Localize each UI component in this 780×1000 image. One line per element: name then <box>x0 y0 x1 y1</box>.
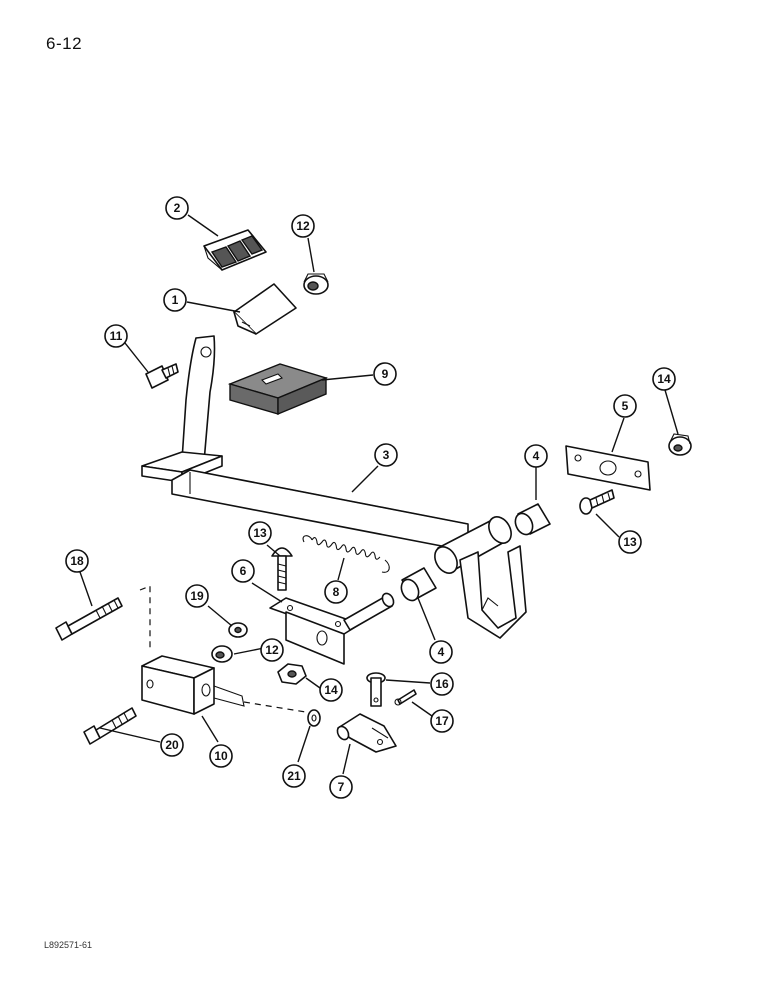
callout-5: 5 <box>613 394 637 418</box>
svg-text:9: 9 <box>382 367 389 381</box>
svg-text:13: 13 <box>623 535 637 549</box>
svg-text:10: 10 <box>214 749 228 763</box>
svg-text:3: 3 <box>383 448 390 462</box>
screw-part-right <box>579 489 615 515</box>
callout-11: 11 <box>104 324 128 348</box>
svg-text:21: 21 <box>287 769 301 783</box>
carriage-bolt-part <box>271 547 293 591</box>
bolt-part-11 <box>145 363 179 389</box>
pedal-shaft-part <box>141 335 527 639</box>
callout-17: 17 <box>430 709 454 733</box>
callout-8: 8 <box>324 580 348 604</box>
callout-19: 19 <box>185 584 209 608</box>
nut-part-19 <box>228 622 248 638</box>
nut-part-14-lower <box>277 663 307 685</box>
page-number: 6-12 <box>46 34 83 53</box>
svg-text:8: 8 <box>333 585 340 599</box>
svg-text:14: 14 <box>657 372 671 386</box>
callout-12-lower: 12 <box>260 638 284 662</box>
svg-text:2: 2 <box>174 201 181 215</box>
pedal-bracket-part <box>233 283 297 335</box>
svg-text:18: 18 <box>70 554 84 568</box>
callout-6: 6 <box>231 559 255 583</box>
svg-text:17: 17 <box>435 714 449 728</box>
leader-lines <box>79 214 679 775</box>
callout-1: 1 <box>163 288 187 312</box>
nut-part-upper <box>303 273 329 295</box>
bushing-part-upper <box>514 503 551 536</box>
callout-10: 10 <box>209 744 233 768</box>
callout-20: 20 <box>160 733 184 757</box>
callout-13-right: 13 <box>618 530 642 554</box>
callout-18: 18 <box>65 549 89 573</box>
callout-3: 3 <box>374 443 398 467</box>
mounting-block-part <box>139 585 319 715</box>
callout-4-upper: 4 <box>524 444 548 468</box>
callout-16: 16 <box>430 672 454 696</box>
svg-text:11: 11 <box>110 329 123 343</box>
svg-text:14: 14 <box>324 683 338 697</box>
svg-text:5: 5 <box>622 399 629 413</box>
figure-reference-code: L892571-61 <box>44 940 93 950</box>
svg-text:20: 20 <box>165 738 179 752</box>
callout-14-upper: 14 <box>652 367 676 391</box>
svg-text:16: 16 <box>435 677 449 691</box>
pedal-pad-part <box>203 229 267 271</box>
long-bolt-part <box>55 597 123 641</box>
callout-12-upper: 12 <box>291 214 315 238</box>
svg-text:4: 4 <box>533 449 540 463</box>
mounting-plate-part <box>565 445 651 491</box>
svg-text:19: 19 <box>190 589 204 603</box>
washer-part <box>307 709 321 727</box>
svg-text:7: 7 <box>338 780 345 794</box>
bushing-part-lower <box>400 567 437 602</box>
linkage-bracket-part <box>269 592 395 665</box>
foam-pad-part <box>227 363 329 416</box>
nut-part-lower <box>211 645 233 663</box>
clevis-part <box>336 713 397 753</box>
svg-text:1: 1 <box>172 293 179 307</box>
callout-9: 9 <box>373 362 397 386</box>
svg-text:4: 4 <box>438 645 445 659</box>
callout-14-lower: 14 <box>319 678 343 702</box>
callout-4-lower: 4 <box>429 640 453 664</box>
return-spring-part <box>302 535 390 573</box>
nut-part-right <box>668 433 692 456</box>
callout-13-middle: 13 <box>248 521 272 545</box>
callout-21: 21 <box>282 764 306 788</box>
cotter-pin-part <box>394 689 417 706</box>
short-bolt-part <box>83 707 137 745</box>
svg-text:12: 12 <box>296 219 310 233</box>
callout-7: 7 <box>329 775 353 799</box>
callout-2: 2 <box>165 196 189 220</box>
svg-text:13: 13 <box>253 526 267 540</box>
svg-text:12: 12 <box>265 643 279 657</box>
clevis-pin-part <box>366 672 386 707</box>
svg-text:6: 6 <box>240 564 247 578</box>
